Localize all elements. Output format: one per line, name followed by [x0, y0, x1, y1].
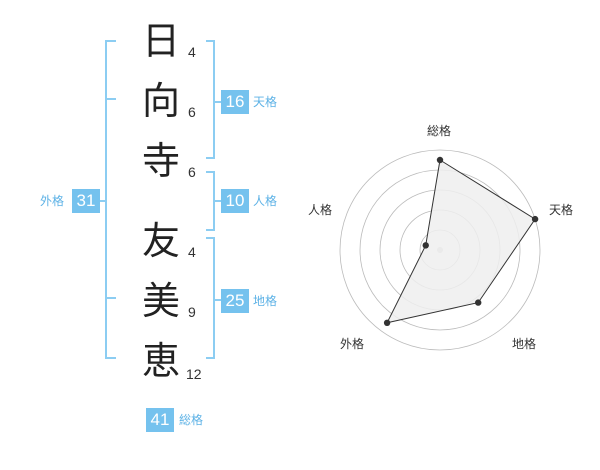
name-char-4: 友	[141, 219, 180, 263]
radar-grid-ring	[339, 149, 541, 351]
stroke-count-5: 9	[188, 304, 196, 320]
radar-point-soukaku	[436, 156, 444, 164]
gaikaku-bracket	[105, 40, 116, 359]
soukaku-value-badge: 41	[146, 408, 174, 432]
name-char-5: 美	[141, 279, 180, 323]
stroke-count-3: 6	[188, 164, 196, 180]
jinkaku-value-badge: 10	[221, 189, 249, 213]
stroke-count-2: 6	[188, 104, 196, 120]
radar-point-gaikaku	[383, 319, 391, 327]
soukaku-label: 総格	[179, 413, 204, 427]
name-char-1: 日	[141, 19, 180, 63]
stroke-count-1: 4	[188, 44, 196, 60]
stroke-count-4: 4	[188, 244, 196, 260]
radar-point-jinkaku	[422, 242, 429, 249]
radar-label-tenkaku: 天格	[549, 203, 574, 217]
chikaku-bracket	[206, 237, 215, 359]
name-char-2: 向	[141, 79, 180, 123]
radar-point-chikaku	[475, 299, 482, 306]
stroke-count-6: 12	[186, 366, 202, 382]
tenkaku-label: 天格	[253, 95, 278, 109]
tenkaku-value-badge: 16	[221, 90, 249, 114]
chikaku-label: 地格	[253, 294, 278, 308]
radar-label-jinkaku: 人格	[308, 203, 333, 217]
radar-label-soukaku: 総格	[427, 124, 452, 138]
gaikaku-label: 外格	[40, 194, 65, 208]
radar-label-gaikaku: 外格	[340, 337, 365, 351]
radar-label-chikaku: 地格	[512, 337, 537, 351]
name-char-6: 恵	[141, 339, 180, 383]
chikaku-value-badge: 25	[221, 289, 249, 313]
radar-point-tenkaku	[531, 215, 539, 223]
jinkaku-label: 人格	[253, 194, 278, 208]
radar-polygon	[386, 159, 536, 324]
gaikaku-value-badge: 31	[72, 189, 100, 213]
tenkaku-bracket	[206, 40, 215, 159]
radar-points	[383, 156, 539, 327]
name-char-3: 寺	[141, 139, 180, 183]
